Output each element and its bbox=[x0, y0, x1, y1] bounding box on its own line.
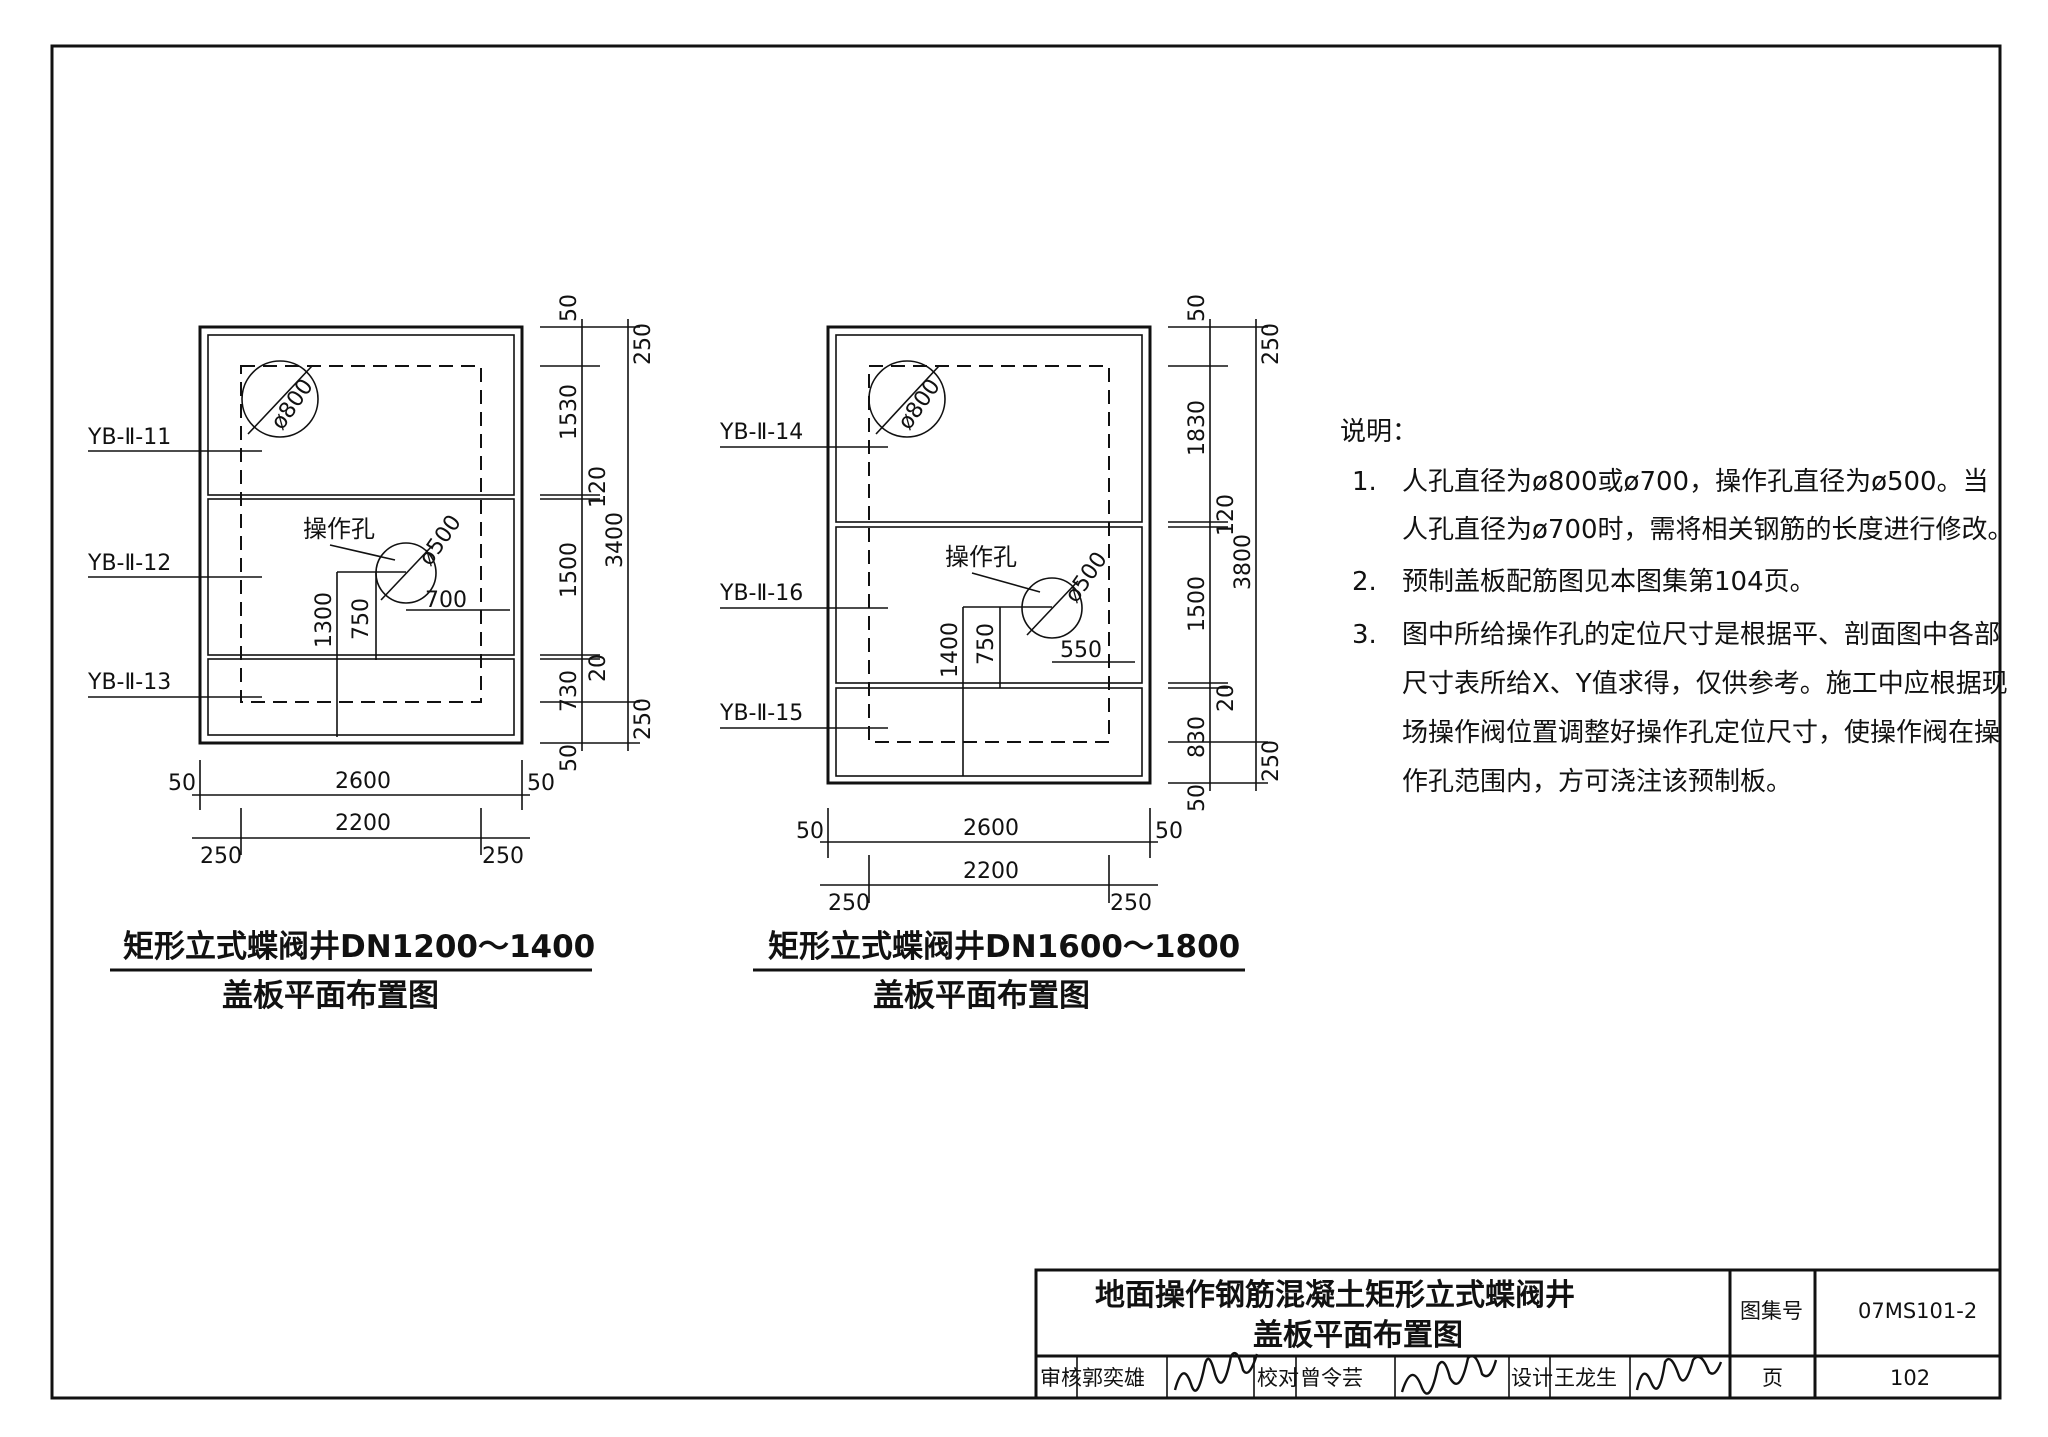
dim-750-1: 750 bbox=[349, 598, 374, 640]
panel-yb-15 bbox=[835, 687, 1143, 777]
well-inner-dashed-2 bbox=[868, 365, 1110, 743]
dim-w50l-1: 50 bbox=[168, 771, 196, 796]
panel-yb-11 bbox=[207, 334, 515, 496]
notes-heading: 说明： bbox=[1340, 417, 1418, 447]
page-label: 页 bbox=[1762, 1366, 1783, 1390]
check-label: 校对 bbox=[1257, 1366, 1299, 1390]
dim-top50-1: 50 bbox=[557, 294, 582, 322]
dim-bot50-2: 50 bbox=[1185, 784, 1210, 812]
dim-700-1: 700 bbox=[425, 588, 467, 613]
note-1-num: 1. bbox=[1352, 467, 1377, 497]
dim-w250l-1: 250 bbox=[200, 844, 242, 869]
cover-outline-2 bbox=[826, 325, 1152, 785]
well-inner-dashed-1 bbox=[240, 365, 482, 703]
dim-w250r-2: 250 bbox=[1110, 891, 1152, 916]
dim-top250-1: 250 bbox=[631, 323, 656, 365]
note-3-line2: 尺寸表所给X、Y值求得，仅供参考。施工中应根据现 bbox=[1402, 669, 2008, 699]
review-name: 郭奕雄 bbox=[1082, 1366, 1145, 1390]
dim-120-2: 120 bbox=[1214, 494, 1239, 536]
dim-w50l-2: 50 bbox=[796, 819, 824, 844]
dim-1300-1: 1300 bbox=[312, 592, 337, 648]
label-yb-15: YB-Ⅱ-15 bbox=[719, 701, 803, 726]
dim-730-1: 730 bbox=[557, 670, 582, 712]
drawing-2-plan: ø800 操作孔 ø500 YB-Ⅱ-14 YB-Ⅱ-16 YB-Ⅱ-15 14… bbox=[719, 294, 1284, 1014]
dim-w2600-2: 2600 bbox=[963, 816, 1019, 841]
signature-design bbox=[1635, 1355, 1723, 1391]
title-block: 地面操作钢筋混凝土矩形立式蝶阀井 盖板平面布置图 图集号 07MS101-2 审… bbox=[1034, 1268, 2002, 1400]
note-2-line1: 预制盖板配筋图见本图集第104页。 bbox=[1402, 567, 1816, 597]
dim-w2600-1: 2600 bbox=[335, 769, 391, 794]
atlas-label: 图集号 bbox=[1740, 1299, 1803, 1323]
op-hole-label-1: 操作孔 bbox=[303, 515, 375, 543]
dim-20-2: 20 bbox=[1214, 684, 1239, 712]
dim-3400-1: 3400 bbox=[603, 512, 628, 568]
op-hole-dia-1: ø500 bbox=[414, 511, 466, 571]
title-line2: 盖板平面布置图 bbox=[1253, 1318, 1463, 1353]
dim-1500-2: 1500 bbox=[1185, 576, 1210, 632]
label-yb-12: YB-Ⅱ-12 bbox=[87, 551, 171, 576]
dim-1500-1: 1500 bbox=[557, 542, 582, 598]
op-hole-label-2: 操作孔 bbox=[945, 543, 1017, 571]
notes-block: 说明： 1. 人孔直径为ø800或ø700，操作孔直径为ø500。当 人孔直径为… bbox=[1340, 417, 2014, 797]
dim-120-1: 120 bbox=[586, 466, 611, 508]
check-name: 曾令芸 bbox=[1300, 1366, 1363, 1390]
dim-bot250-1: 250 bbox=[631, 698, 656, 740]
dim-w2200-1: 2200 bbox=[335, 811, 391, 836]
caption-1-line2: 盖板平面布置图 bbox=[222, 978, 439, 1014]
dim-830-2: 830 bbox=[1185, 716, 1210, 758]
manhole-dia-2: ø800 bbox=[893, 375, 945, 435]
design-label: 设计 bbox=[1511, 1366, 1553, 1390]
note-1-line1: 人孔直径为ø800或ø700，操作孔直径为ø500。当 bbox=[1402, 467, 1989, 497]
panel-yb-14 bbox=[835, 334, 1143, 523]
cover-outline-1 bbox=[198, 325, 524, 745]
dim-top250-2: 250 bbox=[1259, 323, 1284, 365]
caption-2-line1: 矩形立式蝶阀井DN1600～1800 bbox=[768, 929, 1240, 965]
dim-550-2: 550 bbox=[1060, 638, 1102, 663]
op-hole-circle-2 bbox=[1021, 577, 1083, 639]
note-3-line3: 场操作阀位置调整好操作孔定位尺寸，使操作阀在操 bbox=[1402, 718, 2000, 748]
dim-750-2: 750 bbox=[974, 623, 999, 665]
note-1-line2: 人孔直径为ø700时，需将相关钢筋的长度进行修改。 bbox=[1402, 515, 2014, 545]
note-3-line1: 图中所给操作孔的定位尺寸是根据平、剖面图中各部 bbox=[1402, 620, 2000, 650]
dim-1830-2: 1830 bbox=[1185, 400, 1210, 456]
manhole-circle-1 bbox=[241, 360, 319, 438]
note-3-num: 3. bbox=[1352, 620, 1377, 650]
signature-check bbox=[1400, 1354, 1498, 1395]
manhole-dia-1: ø800 bbox=[266, 375, 318, 435]
dim-1530-1: 1530 bbox=[557, 384, 582, 440]
title-line1: 地面操作钢筋混凝土矩形立式蝶阀井 bbox=[1095, 1278, 1575, 1313]
dim-20-1: 20 bbox=[586, 654, 611, 682]
dim-w50r-1: 50 bbox=[527, 771, 555, 796]
drawing-1-plan: ø800 操作孔 ø500 YB-Ⅱ-11 YB-Ⅱ-12 YB-Ⅱ-13 13… bbox=[87, 294, 656, 1014]
panel-yb-16 bbox=[835, 526, 1143, 684]
caption-2-line2: 盖板平面布置图 bbox=[873, 978, 1090, 1014]
design-name: 王龙生 bbox=[1554, 1366, 1617, 1390]
caption-1-line1: 矩形立式蝶阀井DN1200～1400 bbox=[123, 929, 595, 965]
dim-top50-2: 50 bbox=[1185, 294, 1210, 322]
dim-1400-2: 1400 bbox=[938, 622, 963, 678]
note-3-line4: 作孔范围内，方可浇注该预制板。 bbox=[1402, 767, 1792, 797]
label-yb-13: YB-Ⅱ-13 bbox=[87, 670, 171, 695]
dim-w2200-2: 2200 bbox=[963, 859, 1019, 884]
note-2-num: 2. bbox=[1352, 567, 1377, 597]
label-yb-14: YB-Ⅱ-14 bbox=[719, 420, 803, 445]
dim-3800-2: 3800 bbox=[1231, 534, 1256, 590]
dim-bot250-2: 250 bbox=[1259, 740, 1284, 782]
dim-w250r-1: 250 bbox=[482, 844, 524, 869]
sheet-border bbox=[50, 44, 2002, 1400]
atlas-value: 07MS101-2 bbox=[1858, 1299, 1977, 1323]
op-hole-dia-2: ø500 bbox=[1060, 548, 1112, 608]
manhole-circle-2 bbox=[868, 360, 946, 438]
signature-review bbox=[1173, 1351, 1259, 1392]
label-yb-16: YB-Ⅱ-16 bbox=[719, 581, 803, 606]
dim-bot50-1: 50 bbox=[557, 744, 582, 772]
dim-w250l-2: 250 bbox=[828, 891, 870, 916]
page-value: 102 bbox=[1890, 1366, 1930, 1390]
review-label: 审核 bbox=[1040, 1366, 1082, 1390]
dim-w50r-2: 50 bbox=[1155, 819, 1183, 844]
label-yb-11: YB-Ⅱ-11 bbox=[87, 425, 171, 450]
